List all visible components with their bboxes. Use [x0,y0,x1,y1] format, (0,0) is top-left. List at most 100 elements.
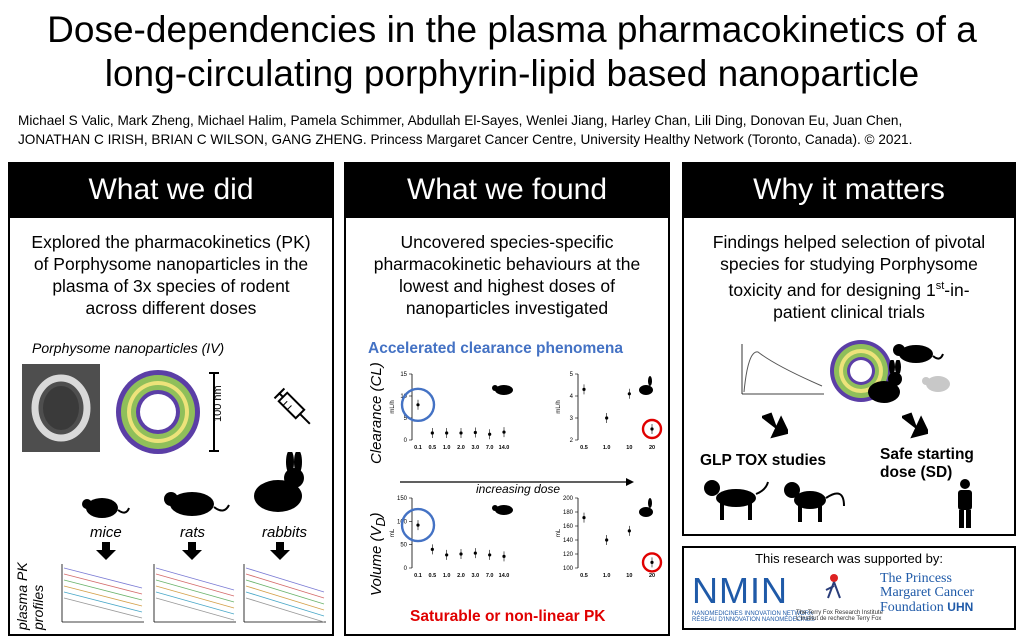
chart-point [459,552,463,556]
highlight-circle [641,552,663,573]
chart-x-tick-label: 20 [649,573,655,579]
pk-mini-series-line [245,597,325,623]
chart-x-tick-label: 1.0 [443,573,451,579]
chart-y-label: mL/h [390,400,396,413]
desc-line: Explored the pharmacokinetics (PK) [31,232,311,252]
pk-mini-series-line [63,597,143,619]
uhn-logo: UHN [947,600,974,614]
chart-x-tick-label: 3.0 [472,573,480,579]
rat-icon [893,344,944,363]
support-box: This research was supported by: NMIN NAN… [682,546,1016,630]
chart-point [430,431,434,435]
chart-x-tick-label: 2.0 [457,445,465,451]
scale-bar [209,372,219,452]
panel-description: Findings helped selection of pivotal spe… [684,231,1014,323]
mouse-icon [492,505,498,511]
chart-x-tick-label: 0.5 [429,573,437,579]
terry-fox-line: L'Institut de recherche Terry Fox [796,616,882,622]
desc-line: of Porphysome nanoparticles in the [33,254,309,274]
chart-x-tick-label: 0.1 [414,445,422,451]
pk-mini-series-line [245,567,325,593]
tem-ring-icon [22,364,100,452]
desc-sup: st [935,280,945,292]
pk-curve-chart [741,344,824,395]
pk-mini-series-line [245,591,325,617]
pk-mini-series-line [155,567,235,591]
pk-mini-series-line [245,573,325,599]
chart-y-tick-label: 2 [570,438,574,444]
down-arrow-icon [182,542,202,560]
chart-point [416,523,420,527]
chart-y-tick-label: 5 [404,416,408,422]
species-label: mice [90,524,122,541]
glp-label: GLP TOX studies [700,452,827,469]
chart-y-tick-label: 200 [563,496,574,502]
pk-label-line: profiles [30,584,46,630]
panel-why-it-matters: Why it matters Findings helped selection… [682,162,1016,536]
chart-y-tick-label: 150 [397,496,408,502]
down-arrow-icon [96,542,116,560]
desc-part: toxicity and for designing 1 [728,279,936,300]
rabbit-icon [254,452,304,512]
authors-line-1: Michael S Valic, Mark Zheng, Michael Hal… [18,113,903,128]
pk-mini-series-line [63,591,143,613]
chart-point [605,538,609,542]
chart-y-tick-label: 0 [404,566,408,572]
rat-icon [164,492,230,516]
monkey-icon [784,482,845,522]
chart-x-tick-label: 0.5 [580,573,588,579]
chart-y-tick-label: 120 [563,552,574,558]
desc-line: nanoparticles investigated [405,298,609,318]
chart-point [430,547,434,551]
chart-point [650,560,654,564]
terry-fox-text: The Terry Fox Research Institute L'Insti… [796,610,883,622]
rabbit-icon [648,376,652,386]
panel-heading: Why it matters [684,164,1014,218]
chart-x-tick-label: 1.0 [603,573,611,579]
chart-y-tick-label: 5 [570,372,574,378]
pk-label-line: plasma PK [14,562,30,630]
chart-point [488,432,492,436]
title-line-1: Dose-dependencies in the plasma pharmaco… [47,9,977,50]
safe-line: dose (SD) [880,464,953,481]
chart-y-tick-label: 180 [563,510,574,516]
mouse-icon [922,376,950,392]
chart-point [627,392,631,396]
chart-y-tick-label: 160 [563,524,574,530]
desc-line: plasma of 3x species of rodent [52,276,290,296]
rabbit-icon [639,507,653,517]
safe-dose-label: Safe starting dose (SD) [880,446,974,482]
chart-x-tick-label: 1.0 [603,445,611,451]
pk-mini-series-line [245,579,325,605]
highlight-circle [400,387,436,422]
chart-point [605,416,609,420]
pk-mini-series-line [63,585,143,607]
tem-image [22,364,100,452]
desc-line: Uncovered species-specific [400,232,614,252]
chart-point [488,553,492,557]
desc-part: -in- [944,279,970,300]
arrow-right-icon [400,478,634,486]
panel-description: Explored the pharmacokinetics (PK) of Po… [10,231,332,319]
highlight-circle [400,507,436,543]
volume-axis-end: ) [368,512,385,518]
nmin-logo: NMIN [692,570,788,611]
pk-mini-series-line [155,579,235,603]
panel-description: Uncovered species-specific pharmacokinet… [346,231,668,319]
chart-point [627,529,631,533]
authors-line-2: JONATHAN C IRISH, BRIAN C WILSON, GANG Z… [18,132,913,147]
chart-x-tick-label: 7.0 [486,445,494,451]
chart-point [502,554,506,558]
down-arrow-icon [270,542,290,560]
desc-line: toxicity and for designing 1st-in- [694,275,1004,301]
terry-fox-line: The Terry Fox Research Institute [796,610,883,616]
saturable-label: Saturable or non-linear PK [410,608,606,625]
diagonal-arrow-icon [902,412,928,439]
pk-mini-series-line [155,597,235,621]
pk-mini-series-line [155,585,235,609]
chart-x-tick-label: 20 [649,445,655,451]
chart-y-tick-label: 140 [563,538,574,544]
pm-foundation-logo: The Princess Margaret Cancer Foundation … [880,572,974,615]
chart-y-tick-label: 100 [563,566,574,572]
chart-point [445,553,449,557]
